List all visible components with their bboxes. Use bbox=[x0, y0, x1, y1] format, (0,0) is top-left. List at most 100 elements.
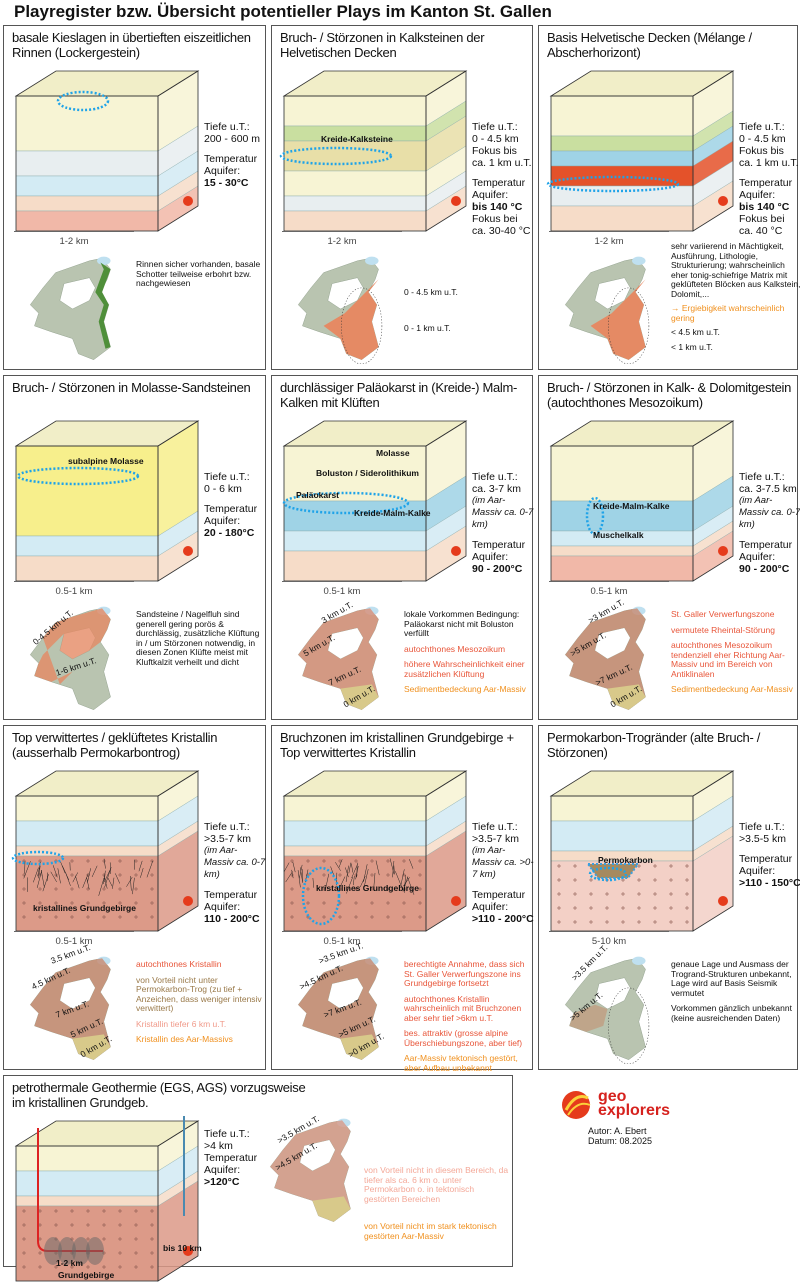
aar-massiv-area bbox=[313, 1196, 351, 1221]
scale-label: 1-2 km bbox=[549, 236, 669, 247]
annotation-text: von Vorteil nicht im stark tektonisch ge… bbox=[364, 1222, 509, 1241]
parameter-line: Temperatur bbox=[472, 177, 534, 189]
author: Autor: A. Ebert bbox=[588, 1126, 688, 1136]
parameter-line: >4 km bbox=[204, 1140, 266, 1152]
parameter-line: ca. 1 km u.T. bbox=[739, 157, 800, 169]
rock-layer bbox=[16, 846, 158, 856]
annotation-text: < 1 km u.T. bbox=[671, 343, 800, 353]
map-annotations: lokale Vorkommen Bedingung: Paläokarst n… bbox=[404, 610, 534, 695]
panel-content: Kreide-Malm-KalkeMuschelkalk Tiefe u.T.:c… bbox=[539, 376, 797, 719]
parameter-line: 0 - 6 km bbox=[204, 483, 266, 495]
block-label: 1-2 km bbox=[56, 1258, 83, 1268]
lake-constance bbox=[97, 257, 111, 265]
parameter-line: ca. 3-7 km bbox=[472, 483, 534, 495]
panel-title: Top verwittertes / geklüftetes Kristalli… bbox=[12, 730, 266, 760]
annotation-text: sehr variierend in Mächtigkeit, Ausführu… bbox=[671, 242, 800, 299]
parameter-line: 110 - 200°C bbox=[204, 913, 266, 925]
rock-layer bbox=[551, 206, 693, 231]
rock-layer bbox=[284, 856, 426, 931]
rock-layer bbox=[284, 196, 426, 211]
rock-layer bbox=[551, 446, 693, 501]
block-diagram bbox=[8, 416, 208, 586]
parameter-line: Aquifer: bbox=[472, 189, 534, 201]
parameter-line: Tiefe u.T.: bbox=[472, 471, 534, 483]
parameter-line: Temperatur bbox=[739, 177, 800, 189]
lake-constance bbox=[632, 257, 646, 265]
parameter-line: 0 - 4.5 km bbox=[739, 133, 800, 145]
parameter-line: Temperatur bbox=[204, 153, 266, 165]
map-annotations: Sandsteine / Nagelfluh sind generell ger… bbox=[136, 610, 266, 667]
annotation-text: → Ergiebigkeit wahrscheinlich gering bbox=[671, 304, 800, 323]
parameter-line: 200 - 600 m bbox=[204, 133, 266, 145]
block-label: Kreide-Malm-Kalke bbox=[354, 508, 431, 518]
play-parameters: Tiefe u.T.:ca. 3-7.5 km(im Aar-Massiv ca… bbox=[739, 471, 800, 575]
canton-outline bbox=[30, 258, 110, 359]
parameter-line: 20 - 180°C bbox=[204, 527, 266, 539]
map-annotations: genaue Lage und Ausmass der Trogrand-Str… bbox=[671, 960, 800, 1023]
parameter-line: Tiefe u.T.: bbox=[204, 1128, 266, 1140]
annotation-text: Kristallin des Aar-Massivs bbox=[136, 1035, 266, 1045]
parameter-line bbox=[472, 531, 534, 539]
play-parameters: Tiefe u.T.:0 - 4.5 kmFokus bisca. 1 km u… bbox=[739, 121, 800, 237]
annotation-text: 0 - 4.5 km u.T. bbox=[404, 288, 534, 298]
block-label: Molasse bbox=[376, 448, 410, 458]
block-label: Muschelkalk bbox=[593, 530, 644, 540]
play-panel: Bruchzonen im kristallinen Grundgebirge … bbox=[271, 725, 533, 1070]
play-panel: Bruch- / Störzonen in Kalksteinen der He… bbox=[271, 25, 533, 370]
annotation-text: Kristallin tiefer 6 km u.T. bbox=[136, 1020, 266, 1030]
parameter-line: Tiefe u.T.: bbox=[739, 821, 800, 833]
rock-layer bbox=[551, 546, 693, 556]
parameter-line: bis 140 °C bbox=[739, 201, 800, 213]
parameter-line: (im Aar-Massiv ca. >0-7 km) bbox=[472, 845, 534, 881]
parameter-line: Aquifer: bbox=[204, 165, 266, 177]
stimulated-zone bbox=[86, 1237, 104, 1265]
rock-layer bbox=[284, 796, 426, 821]
panel-content: MolasseBoluston / SiderolithikumPaläokar… bbox=[272, 376, 532, 719]
block-label: Kreide-Malm-Kalke bbox=[593, 501, 670, 511]
annotation-text: < 4.5 km u.T. bbox=[671, 328, 800, 338]
page-title: Playregister bzw. Übersicht potentieller… bbox=[14, 2, 552, 22]
geo-explorers-logo-icon bbox=[560, 1088, 594, 1122]
map-annotations: St. Galler Verwerfungszonevermutete Rhei… bbox=[671, 610, 800, 695]
play-panel: Top verwittertes / geklüftetes Kristalli… bbox=[3, 725, 266, 1070]
scale-label: 0.5-1 km bbox=[14, 586, 134, 597]
parameter-line: ca. 40 °C bbox=[739, 225, 800, 237]
panel-title: Bruch- / Störzonen in Kalk- & Dolomitges… bbox=[547, 380, 800, 410]
rock-layer bbox=[16, 856, 158, 931]
panel-content: subalpine MolasseTiefe u.T.:0 - 6 km Tem… bbox=[4, 376, 265, 719]
rock-layer bbox=[16, 176, 158, 196]
scale-label: 5-10 km bbox=[549, 936, 669, 947]
logo-name: geo explorers bbox=[598, 1090, 678, 1118]
lake-constance bbox=[365, 257, 379, 265]
rock-layer bbox=[551, 186, 693, 206]
panel-content: PermokarbonTiefe u.T.:>3.5-5 km Temperat… bbox=[539, 726, 797, 1069]
annotation-text: autochthones Kristallin bbox=[136, 960, 266, 970]
block-diagram bbox=[8, 1116, 208, 1286]
rock-layer bbox=[284, 821, 426, 846]
parameter-line: Temperatur bbox=[204, 889, 266, 901]
canton-map bbox=[26, 254, 119, 364]
annotation-text: Sedimentbedeckung Aar-Massiv bbox=[404, 685, 534, 695]
date: Datum: 08.2025 bbox=[588, 1136, 688, 1146]
rock-layer bbox=[16, 196, 158, 211]
play-parameters: Tiefe u.T.:0 - 6 km TemperaturAquifer:20… bbox=[204, 471, 266, 539]
annotation-text: höhere Wahrscheinlichkeit einer zusätzli… bbox=[404, 660, 534, 679]
rock-layer bbox=[284, 846, 426, 856]
parameter-line: Tiefe u.T.: bbox=[739, 121, 800, 133]
parameter-line: Fokus bis bbox=[739, 145, 800, 157]
rock-layer bbox=[284, 171, 426, 196]
parameter-line bbox=[739, 845, 800, 853]
parameter-line: Fokus bis bbox=[472, 145, 534, 157]
parameter-line bbox=[472, 881, 534, 889]
annotation-text: autochthones Mesozoikum tendenziell eher… bbox=[671, 641, 800, 679]
parameter-line: Temperatur bbox=[472, 889, 534, 901]
block-label: Kreide-Kalksteine bbox=[321, 134, 393, 144]
map-annotations: 0 - 4.5 km u.T.0 - 1 km u.T. bbox=[404, 288, 534, 333]
map-annotations: autochthones Kristallinvon Vorteil nicht… bbox=[136, 960, 266, 1045]
parameter-line: Aquifer: bbox=[739, 189, 800, 201]
parameter-line: (im Aar-Massiv ca. 0-7 km) bbox=[739, 495, 800, 531]
rock-layer bbox=[16, 536, 158, 556]
play-panel: basale Kieslagen in übertieften eiszeitl… bbox=[3, 25, 266, 370]
parameter-line: Fokus bei bbox=[472, 213, 534, 225]
panel-title: petrothermale Geothermie (EGS, AGS) vorz… bbox=[12, 1080, 312, 1110]
